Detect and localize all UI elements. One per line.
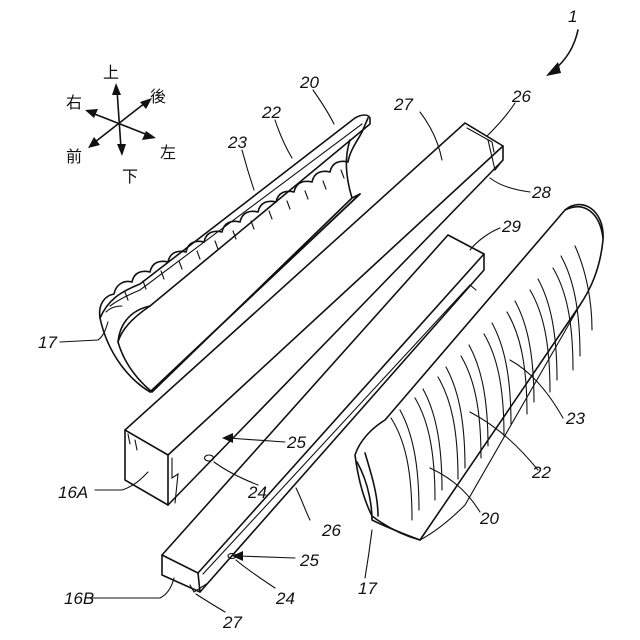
direction-compass [85,83,156,156]
label-17-bottom: 17 [358,579,377,598]
label-1: 1 [568,7,577,26]
dir-front-label: 前 [66,147,82,166]
label-26-top: 26 [511,87,531,106]
label-25-a: 25 [286,433,306,452]
label-27-bottom: 27 [222,613,242,632]
label-17-left: 17 [38,333,57,352]
arrow-down-icon [117,144,126,156]
label-20-top: 20 [299,73,319,92]
label-24-b: 24 [275,589,295,608]
dir-left-label: 左 [160,143,176,162]
dir-up-label: 上 [103,63,119,82]
arrow-up-icon [112,83,121,95]
label-23-top: 23 [227,133,247,152]
label-29: 29 [501,217,521,236]
label-28: 28 [531,183,551,202]
label-16B: 16B [64,589,94,608]
label-23-right: 23 [565,409,585,428]
arrow-left-side-icon [142,131,156,140]
arrow-right-side-icon [85,109,98,118]
label-24-a: 24 [247,483,267,502]
label-22-right: 22 [531,463,551,482]
label-25-b: 25 [299,551,319,570]
label-22-top: 22 [261,103,281,122]
dir-back-label: 後 [150,87,166,106]
label-27-top: 27 [393,95,413,114]
dir-down-label: 下 [122,167,138,186]
label-20-bottom: 20 [479,509,499,528]
dir-right-label: 右 [66,93,82,112]
label-16A: 16A [58,483,88,502]
figure-reference-arrow [546,30,578,76]
label-26-mid: 26 [321,521,341,540]
